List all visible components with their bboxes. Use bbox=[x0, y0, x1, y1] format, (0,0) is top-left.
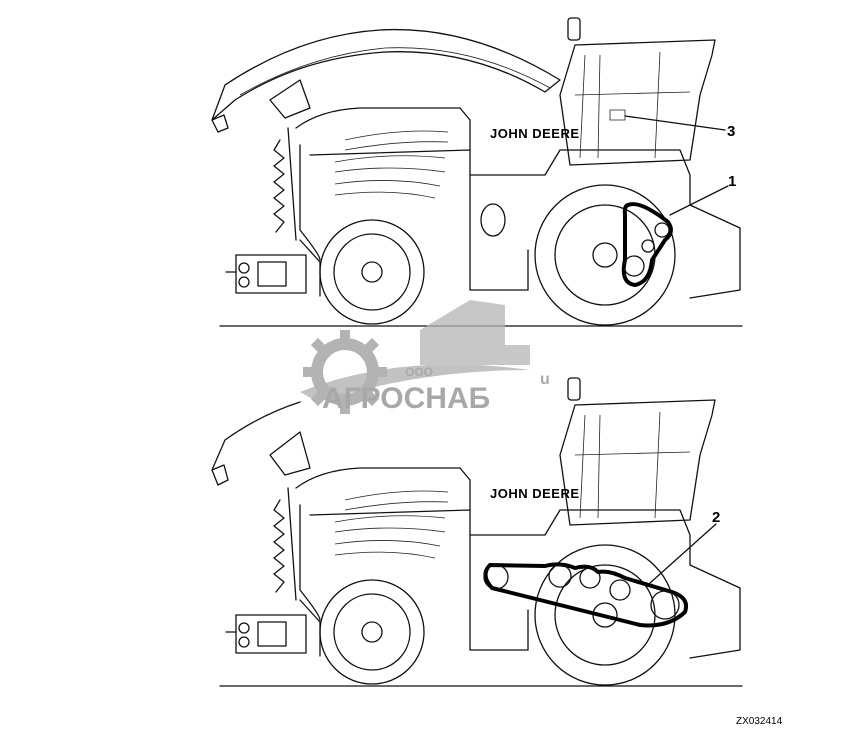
watermark-line1: ООО bbox=[405, 365, 433, 379]
cab bbox=[559, 377, 716, 526]
body bbox=[295, 107, 741, 299]
beacon-light bbox=[567, 377, 581, 401]
front-wheel bbox=[319, 219, 425, 325]
feeder-house bbox=[273, 499, 285, 593]
brand-label: JOHN DEERE bbox=[490, 126, 580, 141]
spout bbox=[211, 28, 561, 121]
front-attachment bbox=[225, 239, 321, 297]
harvester-top: JOHN DEERE bbox=[211, 17, 743, 327]
belt-detail-3 bbox=[609, 109, 626, 121]
harvester-bottom: JOHN DEERE bbox=[211, 377, 743, 687]
watermark-line2: АГРОСНАБ bbox=[322, 382, 490, 415]
beacon-light bbox=[567, 17, 581, 41]
front-wheel bbox=[319, 579, 425, 685]
callout-1: 1 bbox=[728, 173, 736, 190]
body bbox=[295, 467, 741, 659]
brand-label: JOHN DEERE bbox=[490, 486, 580, 501]
belt-drive-2 bbox=[483, 562, 689, 628]
figure-code: ZX032414 bbox=[736, 716, 783, 727]
watermark-suffix: u bbox=[540, 371, 550, 388]
harvester-silhouette-icon bbox=[420, 300, 530, 365]
feeder-house bbox=[273, 139, 285, 233]
belt-drive-1 bbox=[621, 202, 673, 287]
watermark-logo: ООО АГРОСНАБ u bbox=[300, 300, 550, 415]
cab bbox=[559, 17, 716, 166]
front-attachment bbox=[225, 599, 321, 657]
callout-3: 3 bbox=[727, 123, 735, 140]
callout-2: 2 bbox=[712, 509, 720, 526]
spout bbox=[211, 401, 301, 471]
